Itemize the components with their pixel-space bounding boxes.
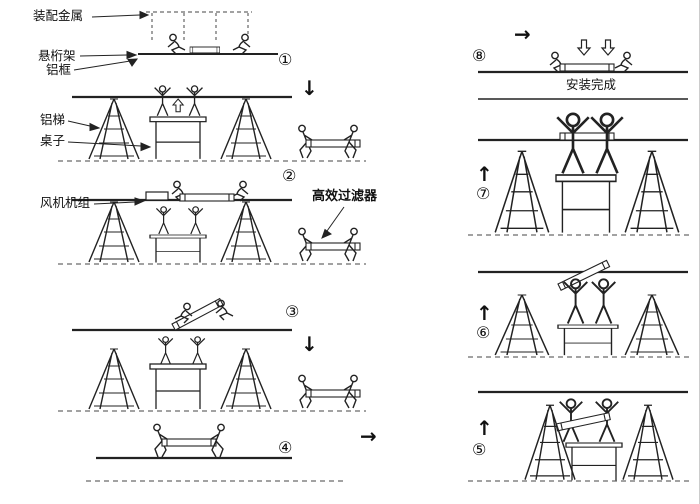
step5-scene <box>468 390 692 482</box>
label-fan-unit: 风机机组 <box>40 195 91 210</box>
step2-scene <box>58 180 366 265</box>
worker-figure <box>187 206 204 235</box>
work-table <box>555 174 617 234</box>
filter-panel <box>559 63 615 72</box>
work-table <box>149 234 207 264</box>
label-leader-lines <box>67 10 345 239</box>
a-ladder <box>494 294 550 356</box>
step-4-badge: ④ <box>278 438 293 457</box>
step6-scene <box>468 259 692 358</box>
a-ladder <box>624 294 680 356</box>
worker-figure <box>167 33 186 55</box>
step-6-badge: ⑥ <box>476 323 491 342</box>
flow-arrow-up-icon: ↑ <box>476 162 493 186</box>
filter-panel <box>189 46 221 54</box>
step1-scene <box>58 85 366 162</box>
label-table: 桌子 <box>40 133 66 148</box>
a-ladder <box>220 348 272 410</box>
worker-figure <box>185 85 204 117</box>
a-ladder <box>220 201 272 263</box>
press-down-arrow-icon <box>577 39 591 56</box>
fan-unit-box <box>145 191 169 201</box>
work-table <box>149 116 207 160</box>
worker-figure <box>614 51 633 73</box>
worker-figure <box>153 85 172 117</box>
worker-figure <box>562 278 589 325</box>
work-table <box>149 363 207 410</box>
label-truss: 悬桁架 <box>38 48 76 63</box>
a-ladder <box>88 201 140 263</box>
filter-panel <box>179 193 235 202</box>
step-1-badge: ① <box>278 50 293 69</box>
label-install-complete: 安装完成 <box>566 77 617 92</box>
a-ladder <box>220 98 272 160</box>
step3-scene <box>58 298 366 412</box>
step-8-badge: ⑧ <box>472 46 487 65</box>
a-ladder <box>88 348 140 410</box>
flow-arrow-down-icon: ↓ <box>301 76 318 100</box>
step-2-badge: ② <box>282 166 297 185</box>
flow-arrow-up-icon: ↑ <box>476 301 493 325</box>
tilted-filter-panel <box>171 298 224 331</box>
flow-arrow-right-icon: → <box>514 22 531 46</box>
work-table <box>557 324 619 356</box>
lift-up-arrow-icon <box>172 98 184 113</box>
filter-panel <box>161 438 217 447</box>
flow-arrow-up-icon: ↑ <box>476 416 493 440</box>
a-ladder <box>624 150 680 234</box>
worker-figure <box>555 112 591 175</box>
step1-ceiling-detail <box>138 11 278 55</box>
worker-figure <box>157 336 174 365</box>
step-5-badge: ⑤ <box>472 440 487 459</box>
a-ladder <box>494 150 550 234</box>
worker-figure <box>189 336 206 365</box>
work-table <box>565 442 623 482</box>
label-aluminum-frame: 铝框 <box>46 62 72 77</box>
step-3-badge: ③ <box>285 302 300 321</box>
label-aluminum-ladder: 铝梯 <box>40 112 66 127</box>
worker-figure <box>155 206 172 235</box>
flow-arrow-down-icon: ↓ <box>301 332 318 356</box>
label-hepa-filter: 高效过滤器 <box>312 189 378 204</box>
step8-scene <box>478 39 688 100</box>
step4-scene <box>86 423 346 482</box>
tilted-filter-panel <box>555 412 611 432</box>
a-ladder <box>622 404 674 481</box>
worker-figure <box>590 278 617 325</box>
label-assembly-metal: 装配金属 <box>33 8 84 23</box>
step-7-badge: ⑦ <box>476 184 491 203</box>
worker-figure <box>232 33 251 55</box>
a-ladder <box>524 404 576 481</box>
press-down-arrow-icon <box>601 39 615 56</box>
step7-scene <box>468 112 692 236</box>
flow-arrow-right-icon: → <box>360 424 377 448</box>
worker-figure <box>589 112 625 175</box>
